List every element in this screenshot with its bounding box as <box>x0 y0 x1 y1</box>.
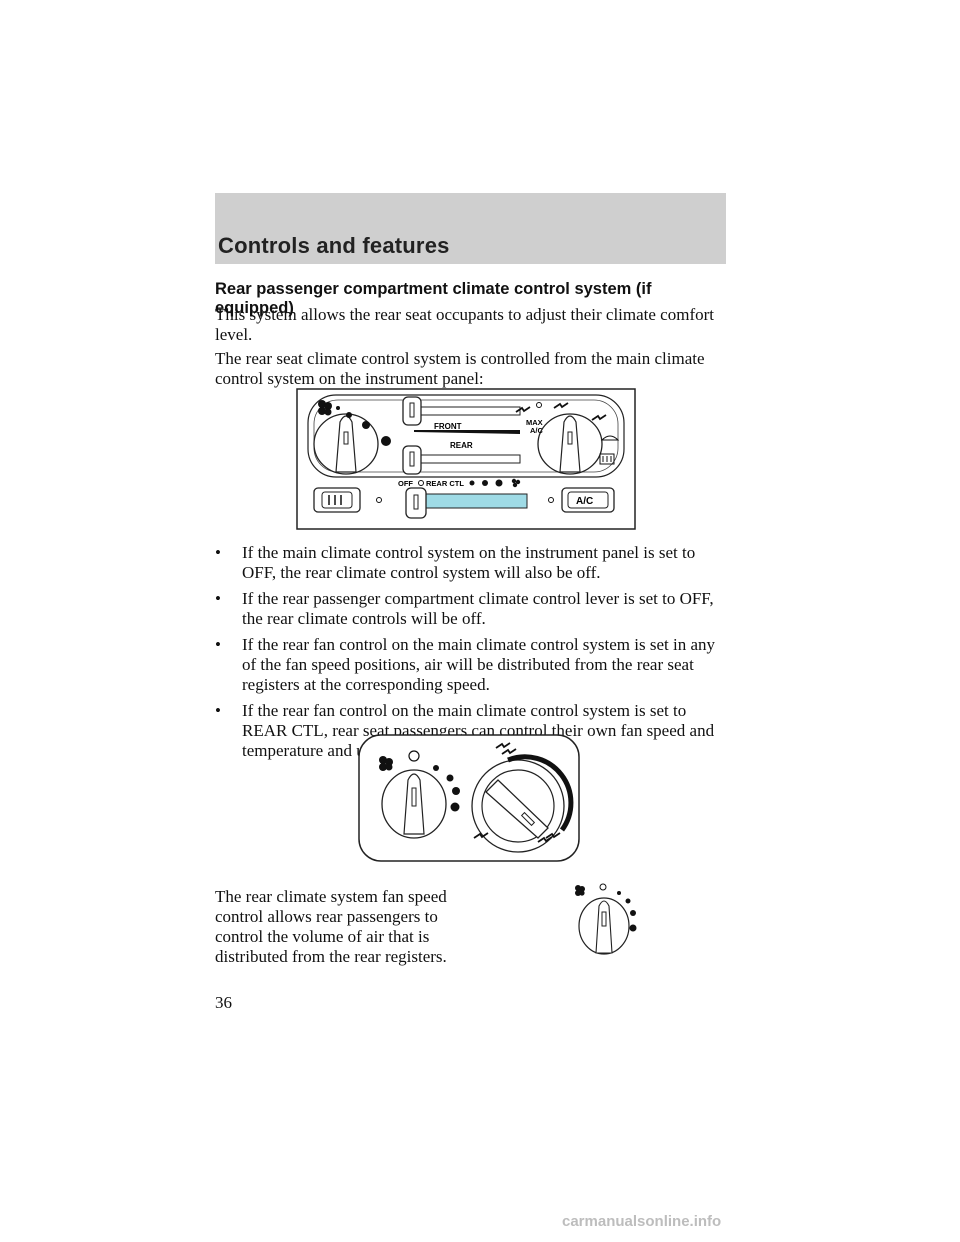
rear-fan-icon <box>511 478 521 488</box>
fan-icon <box>379 756 393 771</box>
main-climate-control-panel-illustration: FRONT REAR MAX A/C OFF REAR CTL <box>296 388 636 530</box>
list-item: •If the main climate control system on t… <box>215 543 696 582</box>
fan-icon <box>575 885 585 896</box>
max-ac-label: A/C <box>530 426 544 435</box>
rear-control-lever <box>405 487 528 519</box>
list-item: •If the rear passenger compartment clima… <box>215 589 714 628</box>
page-number: 36 <box>215 993 232 1012</box>
defrost-icon <box>599 435 620 465</box>
rear-fan-speed-knob-illustration <box>575 883 637 955</box>
header-band <box>215 193 726 264</box>
max-label: MAX <box>526 418 543 427</box>
rear-defrost-button <box>313 487 361 513</box>
watermark: carmanualsonline.info <box>562 1213 722 1230</box>
rear-distribution-knob <box>471 754 574 853</box>
off-label: OFF <box>398 479 413 488</box>
ac-button-label: A/C <box>576 496 593 507</box>
fan-speed-knob <box>313 413 379 475</box>
front-temperature-slider <box>402 396 521 426</box>
list-item: •If the rear fan control on the main cli… <box>215 635 716 694</box>
page-header-title: Controls and features <box>218 233 450 258</box>
intro-paragraph: This system allows the rear seat occupan… <box>215 305 714 344</box>
fan-speed-paragraph: The rear climate system fan speed contro… <box>215 887 447 966</box>
rear-ctl-label: REAR CTL <box>426 479 464 488</box>
air-distribution-knob <box>537 413 603 475</box>
controlled-from-paragraph: The rear seat climate control system is … <box>215 349 705 388</box>
rear-climate-control-panel-illustration <box>358 734 580 862</box>
section-heading: Rear passenger compartment climate contr… <box>215 280 652 317</box>
ac-button: A/C <box>561 487 615 513</box>
front-label: FRONT <box>434 422 462 431</box>
fan-icon <box>318 400 332 416</box>
rear-temperature-slider <box>402 445 521 475</box>
vent-icon <box>515 402 607 421</box>
vent-icon <box>473 742 561 843</box>
rear-label: REAR <box>450 441 473 450</box>
rear-fan-speed-knob <box>381 769 447 839</box>
